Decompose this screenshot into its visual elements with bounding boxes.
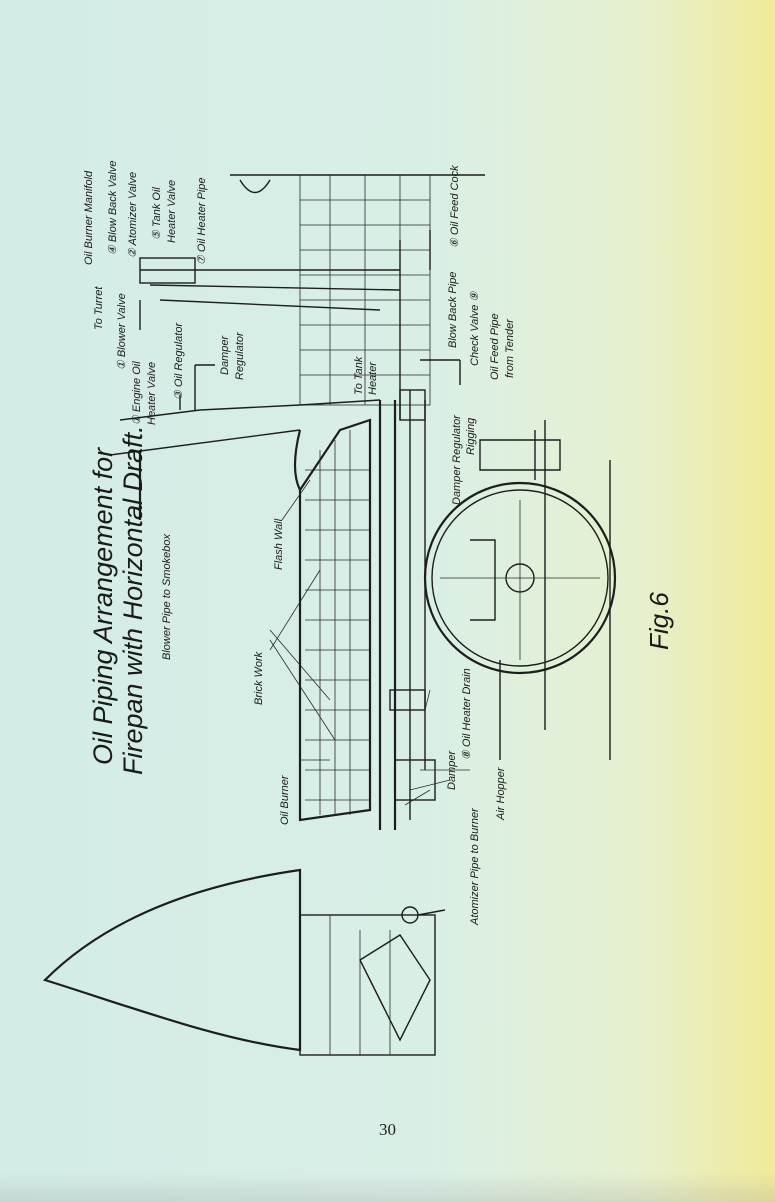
label-engine-oil-heater-2: Heater Valve [146, 362, 158, 425]
label-damper-regulator-1: Damper [219, 335, 231, 375]
label-blow-back-valve: ④ Blow Back Valve [107, 161, 119, 255]
label-to-turret: To Turret [93, 286, 105, 330]
label-damper-regulator-rigging-1: Damper Regulator [451, 414, 463, 505]
firepan-body [230, 174, 485, 822]
label-oil-feed-pipe-2: from Tender [504, 318, 516, 378]
label-tank-oil-heater-1: ⑤ Tank Oil [151, 187, 163, 240]
label-engine-oil-heater-1: ① Engine Oil [131, 361, 143, 425]
label-damper-regulator-2: Regulator [234, 331, 246, 380]
driving-wheel [423, 420, 617, 760]
cab-structure [299, 906, 446, 1056]
label-brick-work: Brick Work [253, 651, 265, 705]
label-damper-regulator-rigging-2: Rigging [465, 417, 477, 455]
label-oil-feed-cock: ⑥ Oil Feed Cock [449, 165, 461, 248]
label-air-hopper: Air Hopper [495, 766, 507, 821]
diagram-title-line1: Oil Piping Arrangement for [88, 447, 118, 765]
label-oil-heater-drain: ⑧ Oil Heater Drain [461, 668, 473, 760]
label-flash-wall: Flash Wall [273, 518, 285, 570]
label-to-tank-heater-1: To Tank [353, 356, 365, 395]
label-check-valve: Check Valve ⑨ [469, 291, 481, 366]
label-damper: Damper [446, 750, 458, 790]
label-tank-oil-heater-2: Heater Valve [166, 180, 178, 243]
figure-label: Fig.6 [644, 592, 674, 650]
label-atomizer-valve: ② Atomizer Valve [127, 172, 139, 258]
label-blower-pipe-to-smokebox: Blower Pipe to Smokebox [161, 534, 173, 660]
diagram-title-line2: Firepan with Horizontal Draft. [118, 425, 148, 775]
label-blower-valve: ① Blower Valve [116, 293, 128, 370]
label-oil-feed-pipe-1: Oil Feed Pipe [489, 313, 501, 380]
leader-lines [269, 479, 470, 806]
label-oil-burner-manifold: Oil Burner Manifold [83, 170, 95, 265]
label-oil-burner: Oil Burner [279, 774, 291, 825]
boiler-arc [42, 868, 302, 1052]
label-oil-heater-pipe: ⑦ Oil Heater Pipe [196, 177, 208, 265]
page-number: 30 [379, 1120, 396, 1139]
piping [109, 230, 461, 830]
label-to-tank-heater-2: Heater [367, 361, 379, 395]
label-blow-back-pipe: Blow Back Pipe [447, 272, 459, 348]
label-atomizer-pipe-to-burner: Atomizer Pipe to Burner [469, 807, 481, 926]
label-oil-regulator: ③ Oil Regulator [173, 322, 185, 400]
